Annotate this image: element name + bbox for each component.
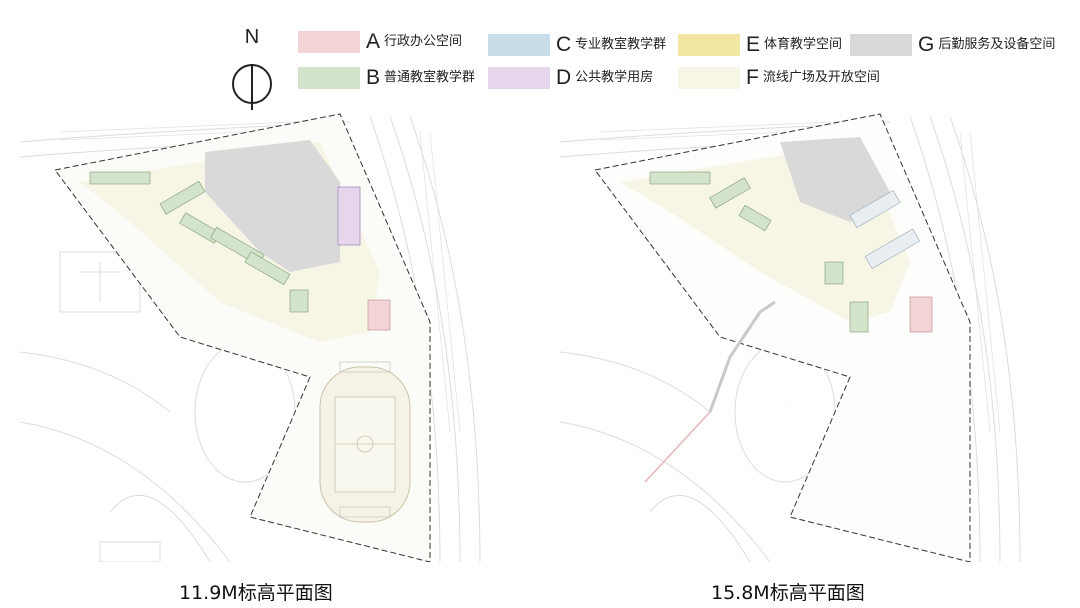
plan-caption-15-8m: 15.8M标高平面图 [711,582,865,604]
parking-top [599,119,1001,433]
legend-item-f: F 流线广场及开放空间 [678,67,880,89]
legend-item-a: A 行政办公空间 [298,31,462,53]
football-pitch [334,396,396,493]
legend-letter-c: C [556,33,572,56]
site-plan-right-drawing: · [560,113,1021,562]
plan-11-9m [20,112,540,562]
legend-letter-g: G [918,33,935,56]
legend-letter-a: A [366,30,381,53]
legend-swatch-e [678,34,740,56]
north-needle [251,64,253,110]
legend-swatch-a [298,31,360,53]
walkway-edge [644,411,711,483]
legend-swatch-b [298,67,360,89]
legend-swatch-c [488,34,550,56]
north-arrow: N [228,26,276,110]
field-label: · [785,398,786,403]
legend-swatch-g [850,34,912,56]
legend-label-g: 后勤服务及设备空间 [938,37,1056,52]
legend-letter-f: F [746,66,759,89]
legend-item-d: D 公共教学用房 [488,67,653,89]
admin-block [367,299,391,331]
walkway [708,300,776,413]
legend-label-b: 普通教室教学群 [384,70,476,85]
public-teaching [337,186,361,246]
legend-label-d: 公共教学用房 [575,70,654,85]
site-plan-left-drawing [20,113,481,562]
plan-15-8m: · [560,112,1080,562]
admin-block [909,296,933,333]
legend-swatch-d [488,67,550,89]
classroom-blocks [89,171,309,313]
logistics-zone [205,140,340,272]
legend-swatch-f [678,67,740,89]
north-letter: N [244,26,260,48]
legend-item-e: E 体育教学空间 [678,34,842,56]
legend-label-a: 行政办公空间 [384,34,463,49]
legend-letter-d: D [556,66,572,89]
logistics-zone [780,137,890,222]
track-stands [339,361,391,518]
legend-letter-e: E [746,33,761,56]
legend-label-c: 专业教室教学群 [575,37,667,52]
legend-label-e: 体育教学空间 [764,37,843,52]
legend-item-b: B 普通教室教学群 [298,67,475,89]
plan-caption-11-9m: 11.9M标高平面图 [179,582,333,604]
special-classrooms [849,190,921,269]
legend-item-c: C 专业教室教学群 [488,34,666,56]
classroom-blocks [649,171,869,333]
legend-label-f: 流线广场及开放空间 [762,70,880,85]
legend-item-g: G 后勤服务及设备空间 [850,34,1055,56]
legend-letter-b: B [366,66,381,89]
